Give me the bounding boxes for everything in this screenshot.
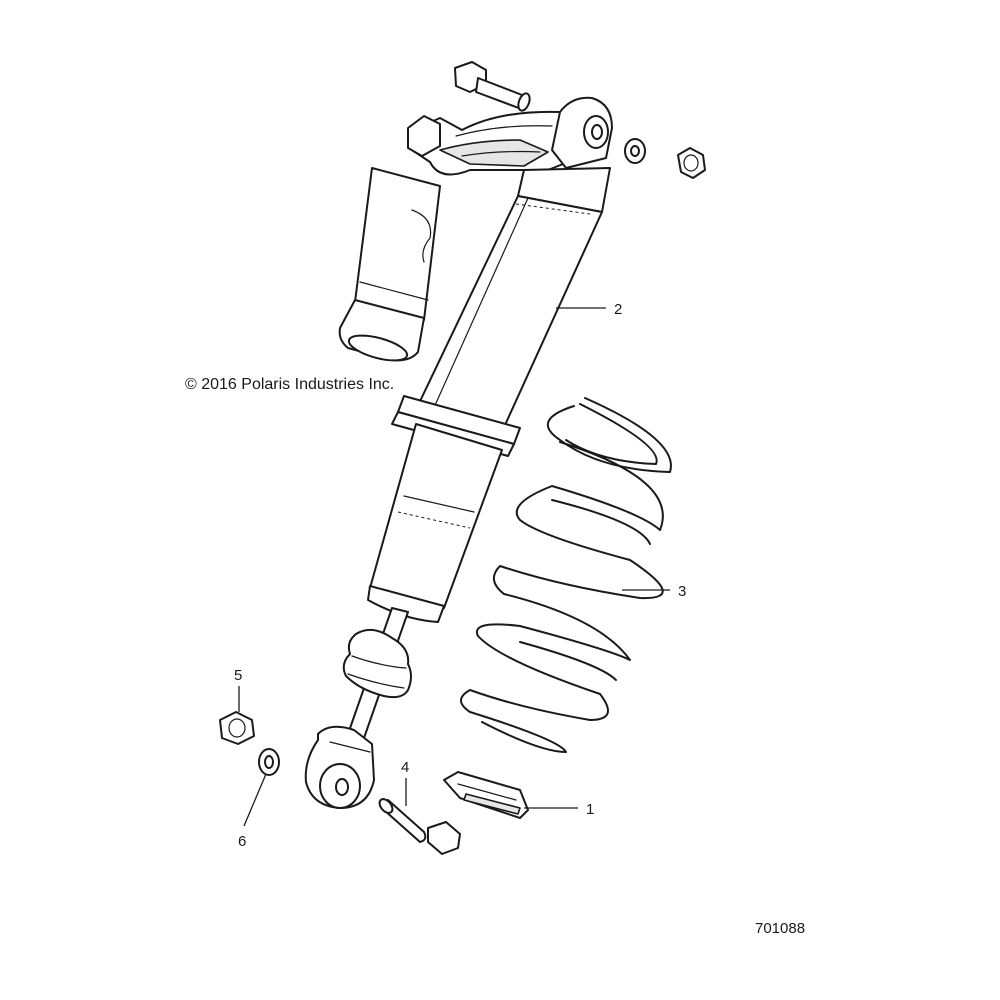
lower-nut[interactable] [219, 711, 255, 745]
callout-3: 3 [678, 583, 686, 600]
figure-number: 701088 [755, 920, 805, 937]
callouts: 1 2 3 4 5 6 [234, 301, 686, 850]
reservoir-bridge[interactable] [407, 110, 599, 176]
callout-6: 6 [238, 833, 246, 850]
lower-washer[interactable] [258, 748, 280, 776]
top-bolt[interactable] [454, 61, 532, 112]
coil-spring[interactable] [460, 397, 672, 753]
lower-bolt[interactable] [377, 797, 461, 855]
top-washer[interactable] [624, 138, 646, 164]
leader-lines [238, 307, 670, 827]
reservoir-canister[interactable] [338, 167, 441, 365]
callout-4: 4 [401, 759, 409, 776]
lower-body[interactable] [367, 423, 503, 623]
bump-stop[interactable] [342, 628, 412, 699]
callout-5: 5 [234, 667, 242, 684]
callout-1: 1 [586, 801, 594, 818]
lower-eyelet[interactable] [304, 725, 375, 809]
callout-2: 2 [614, 301, 622, 318]
upper-eyelet[interactable] [517, 96, 613, 213]
copyright-text: © 2016 Polaris Industries Inc. [185, 376, 394, 393]
leader-6 [243, 773, 267, 827]
shock-body[interactable] [411, 195, 603, 437]
clip-part[interactable] [443, 771, 529, 819]
top-nut[interactable] [677, 147, 706, 179]
